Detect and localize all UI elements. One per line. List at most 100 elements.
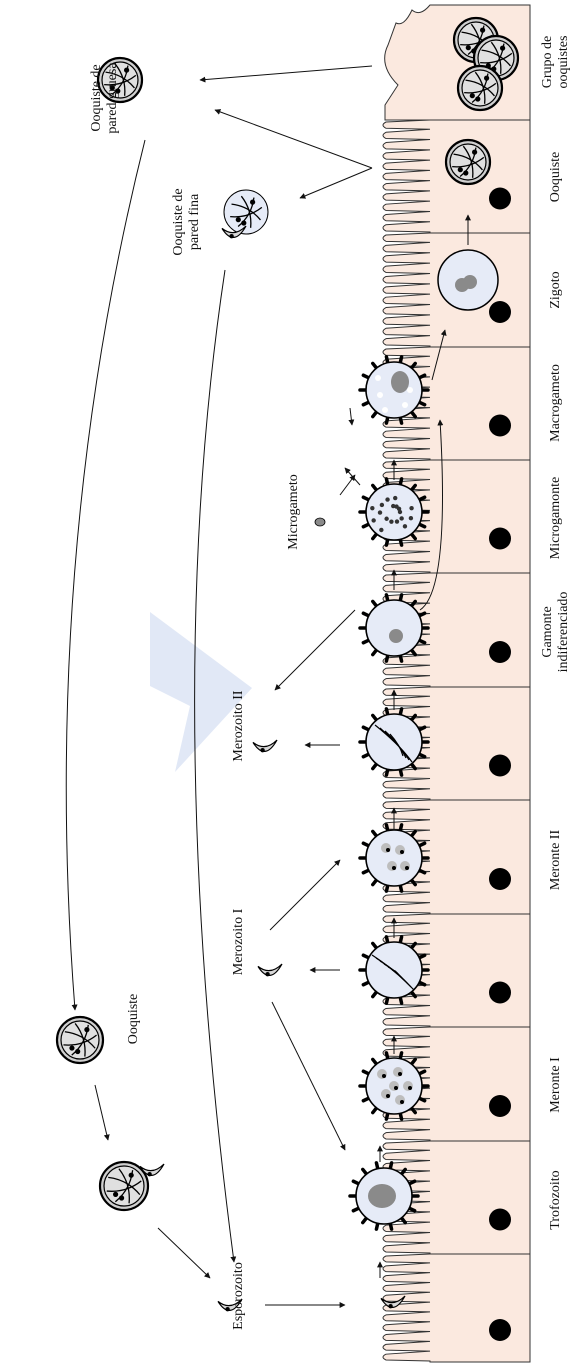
dot	[394, 1086, 398, 1090]
surface-knob	[419, 1071, 424, 1074]
arrow-cluster-to-thick	[200, 66, 372, 80]
surface-knob	[419, 497, 424, 500]
dot	[386, 1094, 390, 1098]
dot	[400, 850, 404, 854]
surface-knob	[390, 1223, 391, 1229]
merozoite-i	[258, 964, 282, 976]
surface-knob	[373, 764, 377, 769]
nucleus	[403, 1081, 413, 1091]
surface-knob	[386, 417, 387, 423]
arrow-microgamont-to-microgameto	[345, 468, 360, 485]
microgamete-bud	[409, 506, 413, 510]
surface-knob	[363, 402, 368, 405]
surface-knob	[400, 595, 401, 601]
surface-knob	[419, 402, 424, 405]
label-ooquiste-cell: Ooquiste	[548, 152, 564, 203]
surface-knob	[419, 843, 424, 846]
microgamete	[315, 518, 325, 526]
granule	[402, 402, 408, 408]
label-ooquiste-free: Ooquiste	[126, 994, 142, 1045]
microgamete-bud	[391, 504, 395, 508]
zoite-body	[253, 740, 277, 751]
surface-knob	[400, 769, 401, 775]
surface-knob	[386, 595, 387, 601]
dot	[69, 1045, 74, 1050]
label-microgameto: Microgameto	[286, 474, 302, 549]
arrow-oocyst-to-thick	[215, 110, 372, 168]
arrow-merozoite-i-to-trofozoito	[272, 1002, 345, 1150]
microgamete-bud	[378, 510, 382, 514]
surface-knob	[373, 992, 377, 997]
macrogamete-nucleus	[391, 371, 409, 393]
arrow-y	[340, 475, 355, 495]
zoite-nucleus	[229, 234, 233, 238]
nucleus	[395, 845, 405, 855]
surface-knob	[363, 1169, 367, 1174]
label-meronte-i: Meronte I	[548, 1057, 564, 1113]
surface-knob	[373, 1059, 377, 1064]
surface-knob	[373, 412, 377, 417]
surface-knob	[400, 997, 401, 1003]
oocyst-inner	[462, 70, 498, 106]
zoite-nucleus	[265, 972, 269, 976]
surface-knob	[386, 709, 387, 715]
surface-knob	[376, 1223, 377, 1229]
surface-knob	[363, 1218, 367, 1223]
microgamete-bud	[380, 503, 384, 507]
dot	[398, 1072, 402, 1076]
surface-knob	[373, 715, 377, 720]
surface-knob	[373, 363, 377, 368]
surface-knob	[386, 539, 387, 545]
surface-knob	[363, 1071, 368, 1074]
dot	[472, 150, 477, 155]
oocyst-inner	[450, 144, 486, 180]
dot	[463, 170, 468, 175]
dot	[484, 76, 489, 81]
surface-knob	[353, 1181, 358, 1184]
surface-knob	[373, 880, 377, 885]
label-gamonte-indiferenciado: Gamonteindiferenciado	[540, 592, 572, 673]
label-macrogameto: Macrogameto	[548, 364, 564, 442]
microgamete-bud	[403, 524, 407, 528]
dot	[475, 96, 480, 101]
host-nucleus	[489, 188, 511, 210]
surface-knob	[386, 825, 387, 831]
dot	[124, 68, 129, 73]
microgamete-bud	[409, 516, 413, 520]
dot	[405, 866, 409, 870]
dot	[382, 1074, 386, 1078]
microgamete-bud	[385, 497, 389, 501]
arrow-oocyst-to-thin	[300, 168, 372, 198]
host-nucleus	[489, 1095, 511, 1117]
dot	[458, 167, 463, 172]
surface-knob	[400, 709, 401, 715]
dot	[84, 1027, 89, 1032]
oocyst-inner	[61, 1021, 99, 1059]
dot	[400, 1100, 404, 1104]
microgamete-bud	[389, 519, 393, 523]
surface-knob	[373, 485, 377, 490]
label-grupo-ooquistes: Grupo deooquistes	[540, 36, 572, 89]
microgamete-bud	[371, 518, 375, 522]
nucleus	[400, 861, 410, 871]
surface-knob	[363, 955, 368, 958]
dot	[408, 1086, 412, 1090]
zoite-nucleus	[388, 1304, 392, 1308]
label-merozoito-ii: Merozoito II	[231, 690, 247, 761]
arrow-oocyst-to-excysting	[95, 1085, 108, 1140]
surface-knob	[363, 870, 368, 873]
nucleus	[381, 1089, 391, 1099]
host-nucleus	[489, 982, 511, 1004]
surface-knob	[386, 1053, 387, 1059]
oocyst-inner	[104, 1166, 144, 1206]
nucleus	[377, 1069, 387, 1079]
surface-knob	[386, 997, 387, 1003]
label-microgamonte: Microgamonte	[548, 477, 564, 559]
granule	[377, 392, 383, 398]
host-nucleus	[489, 1209, 511, 1231]
label-meronte-ii: Meronte II	[548, 830, 564, 890]
surface-knob	[419, 955, 424, 958]
surface-knob	[400, 1053, 401, 1059]
